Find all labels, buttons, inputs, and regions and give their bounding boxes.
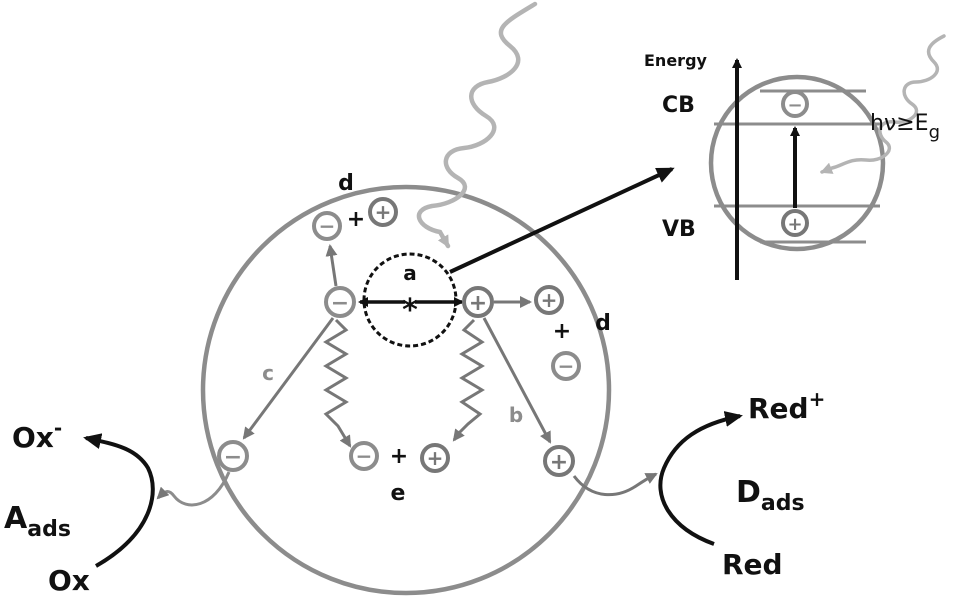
plus-top: + [347, 207, 365, 232]
arrow-d-top [325, 244, 338, 287]
inset-circle [708, 74, 886, 252]
zigzag-hole-path [452, 318, 485, 442]
svg-text:−: − [319, 214, 336, 238]
label-e: e [391, 481, 406, 506]
photon-energy-label: hν≥Eg [870, 111, 940, 143]
donor-arrow [658, 411, 743, 546]
svg-text:−: − [558, 354, 575, 378]
recombination-electron: − [349, 441, 379, 471]
svg-text:+: + [427, 446, 444, 470]
hole-b: + [543, 445, 575, 477]
red-label: Red [722, 548, 783, 581]
label-c: c [262, 361, 274, 385]
arrow-c [242, 317, 335, 440]
svg-text:+: + [375, 200, 392, 224]
ox-label: Ox [48, 564, 90, 597]
ox-minus-label: Ox- [12, 416, 62, 454]
cb-label: CB [662, 93, 695, 118]
surface-electron-top: − [312, 211, 342, 241]
surface-hole-top: + [368, 197, 398, 227]
svg-text:+: + [787, 214, 802, 235]
hole-transfer-right [572, 472, 658, 497]
arrow-b [482, 317, 552, 444]
recombination-hole: + [420, 443, 450, 473]
surface-hole-right: + [534, 285, 564, 315]
a-ads-label: Aads [4, 501, 71, 542]
surface-electron-right: − [551, 351, 581, 381]
central-hole: + [462, 286, 494, 318]
label-d-right: d [595, 311, 611, 336]
energy-label: Energy [644, 51, 708, 70]
label-a: a [403, 261, 417, 285]
svg-text:+: + [550, 450, 568, 475]
svg-text:−: − [356, 444, 373, 468]
vb-label: VB [662, 217, 696, 242]
inset-hole: + [781, 209, 809, 237]
zoom-arrow [449, 167, 675, 274]
acceptor-arrow [83, 433, 155, 568]
plus-right: + [553, 319, 571, 344]
particle-circle [200, 184, 612, 596]
electron-transfer-left [156, 471, 231, 507]
label-b: b [509, 403, 523, 427]
d-ads-label: Dads [736, 475, 805, 516]
svg-text:−: − [224, 445, 242, 470]
zigzag-electron-path [323, 318, 352, 448]
inset-electron: − [781, 90, 809, 118]
label-d-top: d [338, 171, 354, 196]
svg-text:−: − [331, 291, 349, 316]
plus-bottom: + [390, 444, 408, 469]
electron-c: − [217, 440, 249, 472]
photon-wave-main [416, 1, 538, 249]
star-label: * [402, 293, 418, 328]
red-plus-label: Red+ [748, 387, 825, 425]
svg-text:+: + [469, 291, 487, 316]
energy-inset: Energy CB VB − + hν≥Eg [644, 34, 946, 280]
svg-text:−: − [787, 95, 802, 116]
photon-wave-inset [820, 34, 946, 174]
central-electron: − [324, 286, 356, 318]
svg-text:+: + [541, 288, 558, 312]
